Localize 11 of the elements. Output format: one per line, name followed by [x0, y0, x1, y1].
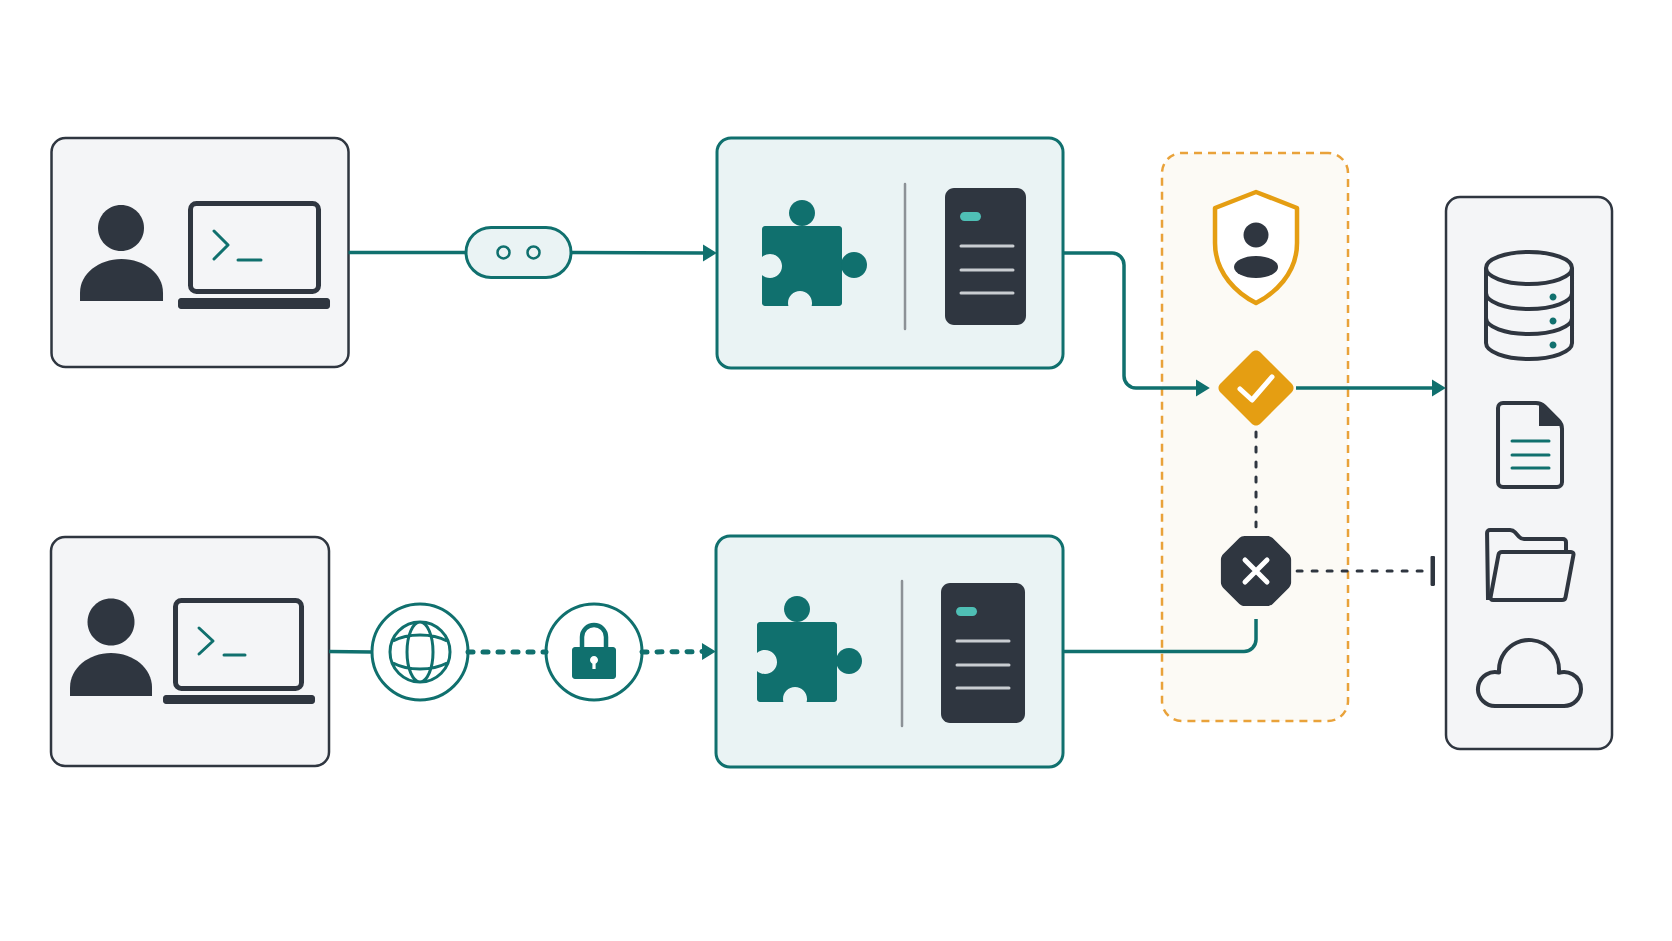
dashed-connector-line: [1254, 430, 1258, 529]
connector-line: [348, 250, 466, 255]
storage-panel: [1444, 195, 1614, 751]
decision-diamond: [1218, 350, 1294, 426]
connector-line: [1063, 619, 1258, 654]
dashed-connector-line: [465, 649, 549, 655]
dashed-bar-end-line: [1295, 556, 1435, 586]
connector-line: [329, 649, 373, 654]
icon-circle: [370, 602, 470, 702]
pill-node: [464, 226, 573, 279]
stop-octagon: [1220, 535, 1292, 607]
